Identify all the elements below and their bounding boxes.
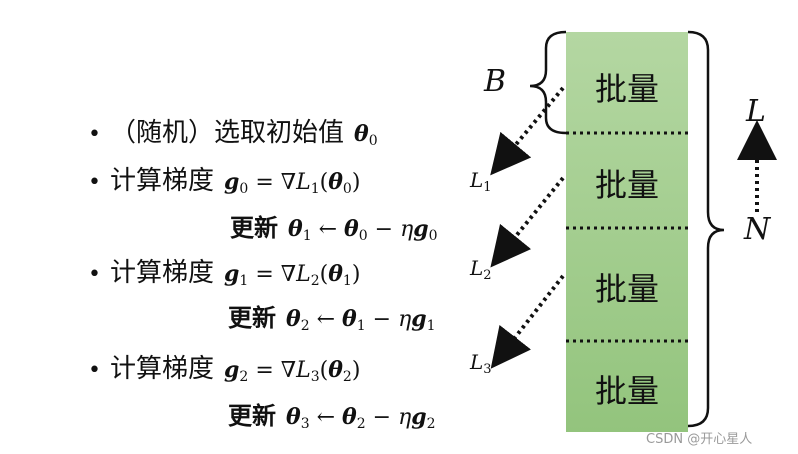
update-2: 更新 θ3 ← θ2 − ηg2: [228, 396, 436, 432]
batch-column: [566, 32, 688, 432]
step-1: • 计算梯度 g0 = ∇L1(θ0): [88, 160, 360, 197]
update-label: 更新: [228, 304, 276, 332]
step-3: • 计算梯度 g2 = ∇L3(θ2): [88, 348, 360, 385]
right-brace: [687, 30, 725, 428]
loss-label-3: L3: [470, 350, 492, 377]
batch-label: 批量: [594, 372, 659, 410]
update-expression: θ3 ← θ2 − ηg2: [286, 404, 436, 432]
step-text: 计算梯度: [110, 166, 215, 196]
update-label: 更新: [228, 402, 276, 430]
gradient-expression: g2 = ∇L3(θ2): [224, 357, 361, 385]
update-0: 更新 θ1 ← θ0 − ηg0: [230, 208, 438, 244]
step-text: （随机）选取初始值: [110, 118, 345, 148]
gradient-expression: g1 = ∇L2(θ1): [224, 261, 361, 289]
gradient-expression: g0 = ∇L1(θ0): [224, 169, 361, 197]
bullet: •: [88, 358, 101, 383]
step-text: 计算梯度: [110, 258, 215, 288]
loss-label-2: L2: [470, 256, 492, 283]
update-label: 更新: [230, 214, 278, 242]
update-expression: θ2 ← θ1 − ηg1: [286, 306, 436, 334]
arrow-batch-to-L3: [490, 274, 565, 369]
bullet: •: [88, 122, 101, 147]
step-0: • （随机）选取初始值 θ0: [88, 112, 378, 149]
batch-label: 批量: [594, 166, 659, 204]
batch-label: 批量: [594, 270, 659, 308]
update-1: 更新 θ2 ← θ1 − ηg1: [228, 298, 436, 334]
step-2: • 计算梯度 g1 = ∇L2(θ1): [88, 252, 360, 289]
batch-size-label: B: [484, 64, 507, 99]
arrow-batch-to-L2: [490, 176, 565, 268]
loss-label-1: L1: [470, 168, 492, 195]
update-expression: θ1 ← θ0 − ηg0: [288, 216, 438, 244]
watermark: CSDN @开心星人: [646, 432, 753, 447]
left-brace: [529, 30, 567, 135]
step-text: 计算梯度: [110, 354, 215, 384]
batch-label: 批量: [594, 70, 659, 108]
bullet: •: [88, 262, 101, 287]
bullet: •: [88, 170, 101, 195]
theta-expression: θ0: [354, 121, 378, 149]
loss-total-label: L: [746, 94, 766, 129]
arrow-batch-to-L1: [490, 86, 565, 176]
dataset-size-label: N: [744, 212, 771, 247]
